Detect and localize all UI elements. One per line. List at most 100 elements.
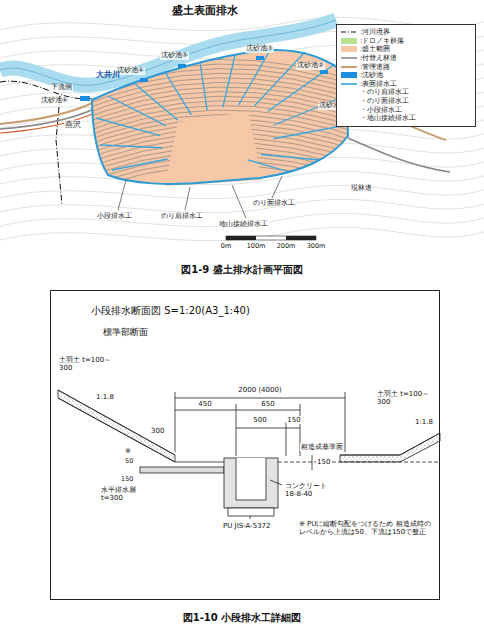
legend-row: :管理道路 bbox=[341, 62, 471, 71]
map-label: 現林道 bbox=[350, 184, 373, 192]
slope-drain bbox=[261, 155, 320, 161]
legend-text: :河川境界 bbox=[360, 27, 390, 37]
legend-line bbox=[341, 83, 357, 85]
map-label: 0m bbox=[221, 243, 231, 251]
slope-drain bbox=[96, 118, 160, 136]
legend-row: :河川境界 bbox=[341, 28, 471, 37]
dimension-label: 300 bbox=[150, 427, 165, 435]
contour bbox=[0, 185, 484, 198]
legend-line-sample bbox=[341, 55, 357, 61]
contour-lines bbox=[0, 17, 484, 240]
legend-indent bbox=[341, 107, 357, 113]
legend-indent bbox=[341, 98, 357, 104]
dimension-label: 500 bbox=[252, 416, 267, 424]
dimension-label: 水平排水層 t=300 bbox=[100, 486, 152, 503]
legend-swatch bbox=[341, 46, 357, 52]
map-label: のり肩排水工 bbox=[160, 212, 204, 220]
legend-text: :ドロノキ群落 bbox=[360, 36, 404, 46]
legend-row: :付替え林道 bbox=[341, 54, 471, 63]
section-heading: 小段排水断面図 S=1:20(A3_1:40) bbox=[91, 305, 250, 317]
slope-drain bbox=[248, 160, 290, 172]
slope-drain bbox=[108, 96, 166, 126]
slope-drain bbox=[112, 159, 168, 170]
legend-line-sample bbox=[341, 29, 357, 35]
legend-indent bbox=[341, 115, 357, 121]
map-label: 沈砂池④ bbox=[116, 67, 145, 75]
slope-drain bbox=[165, 72, 191, 115]
map-label: 100m bbox=[247, 243, 266, 251]
slope-drain bbox=[273, 125, 347, 139]
legend-line bbox=[341, 57, 357, 59]
map-label: のり面排水工 bbox=[252, 199, 296, 207]
contour bbox=[0, 227, 484, 240]
map-label: 沈砂池⑥ bbox=[40, 97, 69, 105]
legend-swatch bbox=[341, 38, 357, 44]
map-label: 地山接続排水工 bbox=[218, 220, 269, 228]
figure-caption: 図1-10 小段排水工詳細図 bbox=[183, 612, 302, 624]
legend-row: :沈砂池 bbox=[341, 71, 471, 80]
slope-drain bbox=[239, 50, 270, 105]
legend-text: ・地山接続排水工 bbox=[360, 113, 416, 123]
map-label: 小段排水工 bbox=[96, 212, 133, 220]
dimension-label: 150 bbox=[316, 458, 331, 466]
existing-road bbox=[0, 112, 97, 133]
legend-row: ・小段排水工 bbox=[341, 105, 471, 114]
legend-line-sample bbox=[341, 64, 357, 70]
dimension-label: 50 bbox=[124, 458, 134, 466]
dimension-label: PU JIS-A-5372 bbox=[222, 522, 284, 530]
figure-title: 盛土表面排水 bbox=[172, 4, 238, 17]
legend-row: :盛土範囲 bbox=[341, 45, 471, 54]
legend-box: :河川境界:ドロノキ群落:盛土範囲:付替え林道:管理道路:沈砂池:表面排水工・の… bbox=[336, 24, 476, 127]
map-label: 燕沢 bbox=[64, 120, 82, 130]
map-label: 200m bbox=[277, 243, 296, 251]
map-label: 大井川 bbox=[96, 70, 120, 80]
legend-text: :付替え林道 bbox=[360, 53, 397, 63]
legend-line-sample bbox=[341, 81, 357, 87]
dimension-label: ※ bbox=[124, 447, 132, 455]
map-label: 下流側 bbox=[50, 84, 73, 92]
dimension-label: 450 bbox=[197, 400, 212, 408]
legend-text: :沈砂池 bbox=[360, 70, 383, 80]
slope-drains bbox=[96, 50, 347, 172]
legend-text: ・小段排水工 bbox=[360, 105, 402, 115]
section-frame: 小段排水断面図 S=1:20(A3_1:40) 標準部断面 bbox=[50, 290, 440, 600]
legend-line bbox=[341, 66, 357, 68]
legend-indent bbox=[341, 89, 357, 95]
dimension-label: コンクリート 18-8-40 bbox=[284, 482, 336, 499]
legend-row: ・地山接続排水工 bbox=[341, 114, 471, 123]
slope-drain bbox=[100, 145, 162, 148]
scale-bar bbox=[226, 236, 316, 240]
cross-section bbox=[58, 390, 440, 519]
legend-row: :表面排水工 bbox=[341, 80, 471, 89]
map-label: 沈砂池⑤ bbox=[160, 52, 189, 60]
legend-row: ・のり肩排水工 bbox=[341, 88, 471, 97]
legend-row: :ドロノキ群落 bbox=[341, 37, 471, 46]
map-label: 300m bbox=[307, 243, 326, 251]
slope-drain bbox=[135, 84, 178, 120]
section-subheading: 標準部断面 bbox=[103, 327, 148, 338]
dimension-label: 土羽土 t=100～300 bbox=[376, 390, 438, 407]
ponds bbox=[80, 56, 344, 116]
dimension-label: 粗造成基準面 bbox=[300, 443, 344, 451]
dimension-label: 土羽土 t=100～300 bbox=[58, 356, 120, 373]
legend-text: :管理道路 bbox=[360, 62, 390, 72]
map-label: 図1-9 盛土排水計画平面図 bbox=[181, 264, 303, 276]
river-boundary bbox=[0, 81, 95, 205]
fill-outline bbox=[92, 50, 348, 184]
legend-row: ・のり面排水工 bbox=[341, 97, 471, 106]
dimension-label: 650 bbox=[260, 400, 275, 408]
legend-text: ・のり肩排水工 bbox=[360, 87, 409, 97]
dimension-label: ※ PUに縦断勾配をつけるため 粗造成時のレベルから上流は50、下流は150で整… bbox=[298, 520, 436, 537]
fill-flat bbox=[165, 112, 262, 186]
slope-drain bbox=[223, 55, 235, 107]
dimension-label: 2000 (4000) bbox=[237, 386, 282, 394]
dimension-label: 150 bbox=[286, 416, 301, 424]
dimension-label: 150 bbox=[120, 476, 134, 484]
map-label: 沈砂池③ bbox=[245, 45, 274, 53]
dimension-label: 1:1.8 bbox=[95, 393, 115, 401]
map-label: 沈砂池② bbox=[296, 62, 325, 70]
legend-text: ・のり面排水工 bbox=[360, 96, 409, 106]
legend-text: :盛土範囲 bbox=[360, 44, 390, 54]
slope-drain bbox=[254, 52, 305, 106]
legend-text: :表面排水工 bbox=[360, 79, 397, 89]
